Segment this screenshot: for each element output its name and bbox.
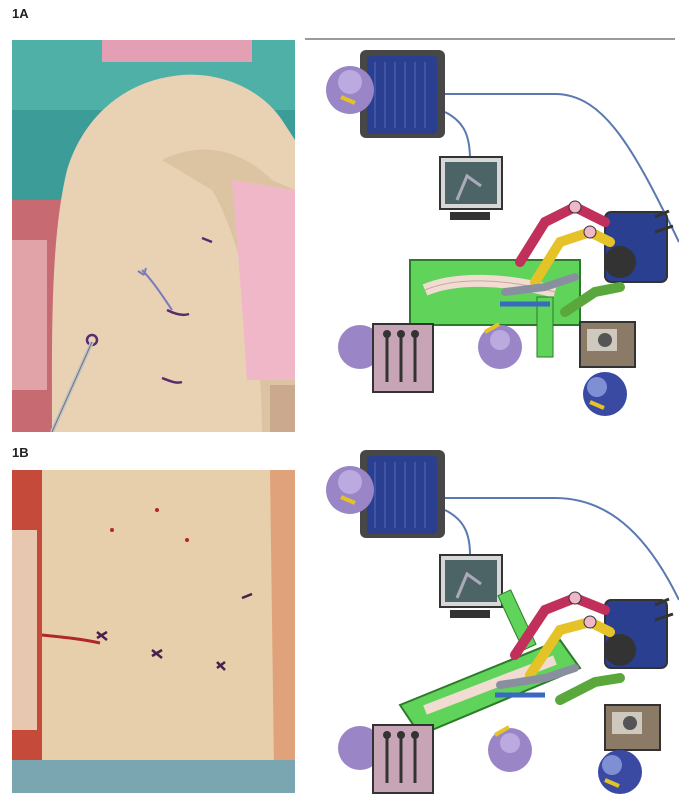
scrub-nurse-icon bbox=[338, 324, 433, 392]
scrub-nurse-icon bbox=[338, 725, 433, 793]
assistant-icon bbox=[478, 324, 522, 369]
vision-cart-icon bbox=[598, 705, 660, 794]
assistant-icon bbox=[488, 727, 532, 772]
surgical-photo-1a bbox=[12, 40, 295, 432]
surgical-photo-1b bbox=[12, 470, 295, 793]
panel-label-1b: 1B bbox=[12, 445, 29, 460]
surgeon-console-icon bbox=[326, 50, 445, 138]
robotic-cart-icon bbox=[495, 592, 673, 700]
surgeon-console-icon bbox=[326, 450, 445, 538]
or-layout-diagram-1b bbox=[305, 450, 679, 800]
monitor-icon bbox=[440, 157, 502, 220]
divider-line bbox=[305, 38, 675, 40]
panel-label-1a: 1A bbox=[12, 6, 29, 21]
or-layout-diagram-1a bbox=[305, 42, 679, 434]
monitor-icon bbox=[440, 555, 502, 618]
vision-cart-icon bbox=[580, 322, 635, 416]
